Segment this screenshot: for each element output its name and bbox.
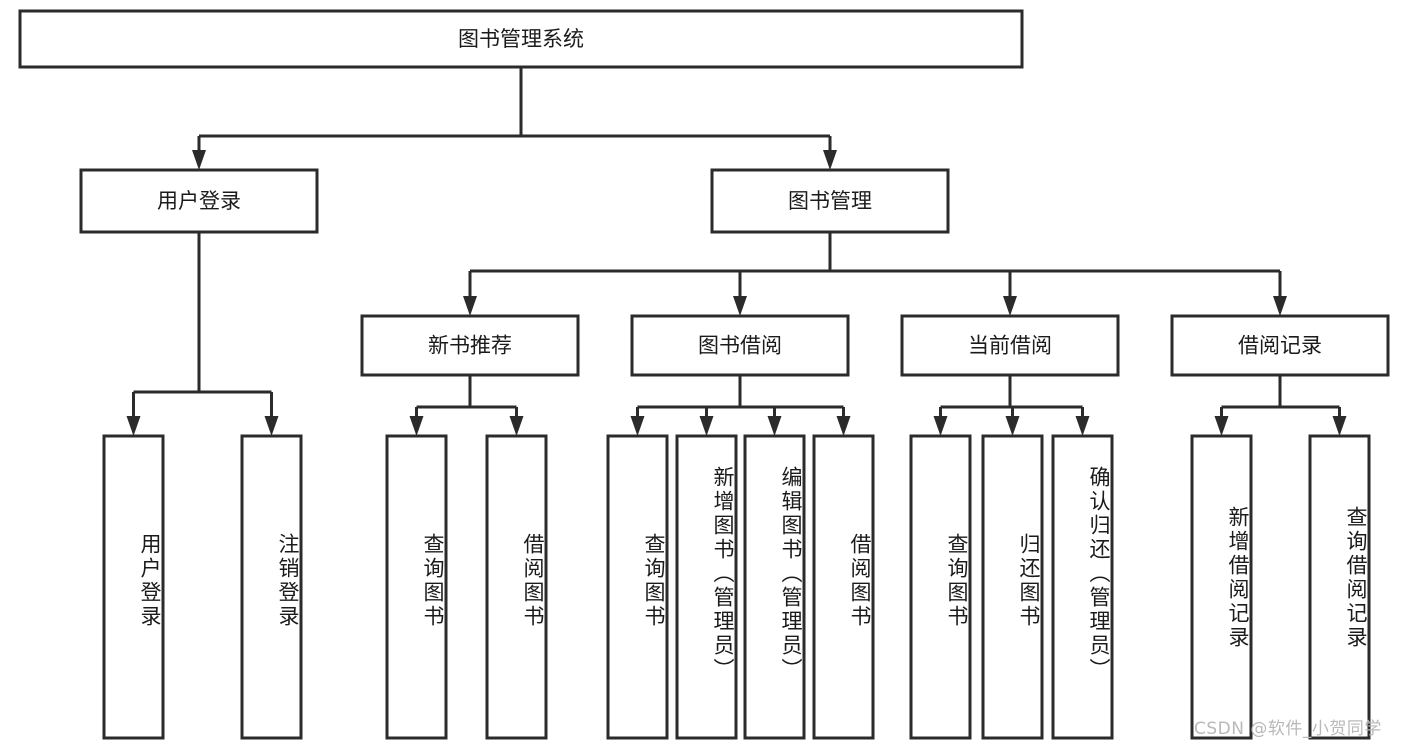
node-box-leaf-record-query[interactable] xyxy=(1308,434,1371,740)
node-label-borrow-record: 借阅记录 xyxy=(1238,334,1322,358)
node-box-leaf-borrow-query-book[interactable] xyxy=(606,434,669,740)
node-box-root[interactable] xyxy=(18,9,1024,69)
node-box-leaf-current-confirm-return[interactable] xyxy=(1051,434,1114,740)
node-box-leaf-user-login[interactable] xyxy=(102,434,165,740)
arrow-head-icon xyxy=(1075,416,1090,436)
node-box-book-borrow[interactable] xyxy=(630,314,850,377)
node-label-book-borrow: 图书借阅 xyxy=(698,334,782,358)
node-label-current-borrow: 当前借阅 xyxy=(968,334,1052,358)
node-box-leaf-current-return-book[interactable] xyxy=(981,434,1044,740)
node-box-leaf-borrow-add-book[interactable] xyxy=(675,434,738,740)
arrow-head-icon xyxy=(933,416,948,436)
arrow-head-icon xyxy=(836,416,851,436)
arrow-head-icon xyxy=(630,416,645,436)
node-box-current-borrow[interactable] xyxy=(900,314,1120,377)
csdn-watermark: CSDN @软件_小贺同学 xyxy=(1194,719,1382,739)
arrow-head-icon xyxy=(1273,296,1287,316)
node-box-leaf-record-add[interactable] xyxy=(1190,434,1253,740)
arrow-head-icon xyxy=(1003,296,1017,316)
arrow-head-icon xyxy=(463,296,477,316)
arrow-head-icon xyxy=(409,416,424,436)
node-box-borrow-record[interactable] xyxy=(1170,314,1390,377)
node-box-user-login[interactable] xyxy=(79,168,319,234)
arrow-head-icon xyxy=(699,416,714,436)
node-box-leaf-current-query-book[interactable] xyxy=(909,434,972,740)
arrow-head-icon xyxy=(192,150,206,170)
arrow-head-icon xyxy=(509,416,524,436)
arrow-head-icon xyxy=(767,416,782,436)
node-box-leaf-user-logout[interactable] xyxy=(240,434,303,740)
arrow-head-icon xyxy=(264,416,279,436)
node-box-leaf-borrow-borrow-book[interactable] xyxy=(812,434,875,740)
node-box-leaf-borrow-edit-book[interactable] xyxy=(743,434,806,740)
arrow-head-icon xyxy=(1005,416,1020,436)
node-box-book-manage[interactable] xyxy=(710,168,950,234)
node-label-book-manage: 图书管理 xyxy=(788,189,872,213)
connectors-layer xyxy=(126,67,1347,436)
arrow-head-icon xyxy=(1332,416,1347,436)
boxes-layer xyxy=(18,9,1390,740)
node-label-user-login: 用户登录 xyxy=(157,189,241,213)
node-label-root: 图书管理系统 xyxy=(458,27,584,51)
arrow-head-icon xyxy=(733,296,747,316)
arrow-head-icon xyxy=(823,150,837,170)
node-box-leaf-recommend-borrow-book[interactable] xyxy=(485,434,548,740)
arrow-head-icon xyxy=(1214,416,1229,436)
node-box-new-book-recommend[interactable] xyxy=(360,314,580,377)
node-label-new-book-recommend: 新书推荐 xyxy=(428,334,512,358)
arrow-head-icon xyxy=(126,416,141,436)
node-box-leaf-recommend-query-book[interactable] xyxy=(385,434,448,740)
